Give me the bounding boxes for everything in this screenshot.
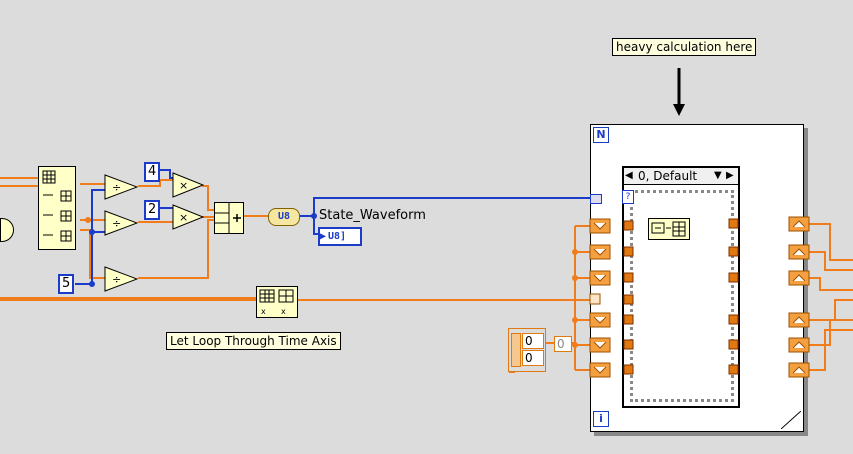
init-array-constant[interactable]: 0 0 xyxy=(508,328,546,372)
indicator-label: State_Waveform xyxy=(319,208,426,223)
shift-value-constant[interactable]: 0 xyxy=(554,336,572,352)
init-value-2[interactable]: 0 xyxy=(522,350,544,366)
constant-4[interactable]: 4 xyxy=(144,162,161,182)
case-selector-label[interactable]: 0, Default xyxy=(638,169,698,183)
case-selector-terminal[interactable]: ? xyxy=(622,190,634,204)
case-dropdown-icon[interactable]: ▼ xyxy=(714,170,722,181)
divide-node-3[interactable]: ÷ xyxy=(104,266,138,292)
init-value-1[interactable]: 0 xyxy=(522,333,544,349)
svg-text:x: x xyxy=(281,307,286,316)
build-array-icon xyxy=(651,221,686,237)
transpose-icon: x x xyxy=(259,289,294,316)
multiply-node-1[interactable]: × xyxy=(172,172,204,198)
constant-2[interactable]: 2 xyxy=(144,200,161,220)
to-u8-node[interactable]: U8 xyxy=(268,208,300,226)
comment-loop-axis: Let Loop Through Time Axis xyxy=(166,332,341,350)
svg-text:÷: ÷ xyxy=(112,181,121,194)
comment-heavy-calculation: heavy calculation here xyxy=(612,38,757,56)
loop-iteration-terminal[interactable]: i xyxy=(593,411,609,427)
divide-node-2[interactable]: ÷ xyxy=(104,210,138,236)
constant-5[interactable]: 5 xyxy=(58,274,75,294)
shift-register-right-stack[interactable] xyxy=(788,216,810,378)
case-next-button[interactable]: ▶ xyxy=(726,170,734,181)
indicator-arrow-icon: ▶ xyxy=(320,231,327,242)
case-tunnels-left xyxy=(623,220,634,375)
shift-register-left-stack[interactable] xyxy=(589,218,611,378)
loop-count-tunnel xyxy=(590,194,602,204)
loop-corner-icon xyxy=(781,411,801,429)
svg-text:x: x xyxy=(261,307,266,316)
multiply-node-2[interactable]: × xyxy=(172,204,204,230)
svg-text:÷: ÷ xyxy=(112,217,121,230)
transpose-array-node[interactable]: x x xyxy=(256,286,298,318)
case-structure[interactable]: ◀ 0, Default ▼ ▶ xyxy=(622,166,740,408)
divide-node-1[interactable]: ÷ xyxy=(104,174,138,200)
grid-icon xyxy=(42,170,72,242)
loop-count-terminal[interactable]: N xyxy=(593,127,609,143)
svg-text:×: × xyxy=(179,211,188,224)
case-prev-button[interactable]: ◀ xyxy=(625,170,633,181)
init-array-index[interactable] xyxy=(511,333,521,367)
svg-text:×: × xyxy=(179,179,188,192)
build-array-node[interactable] xyxy=(648,218,690,240)
case-tunnels-right xyxy=(728,218,739,375)
compound-add-node[interactable] xyxy=(214,202,244,234)
index-array-node[interactable] xyxy=(38,166,76,250)
svg-text:÷: ÷ xyxy=(112,273,121,286)
plus-icon xyxy=(215,203,241,233)
indicator-terminal[interactable]: ▶U8] xyxy=(318,227,362,246)
